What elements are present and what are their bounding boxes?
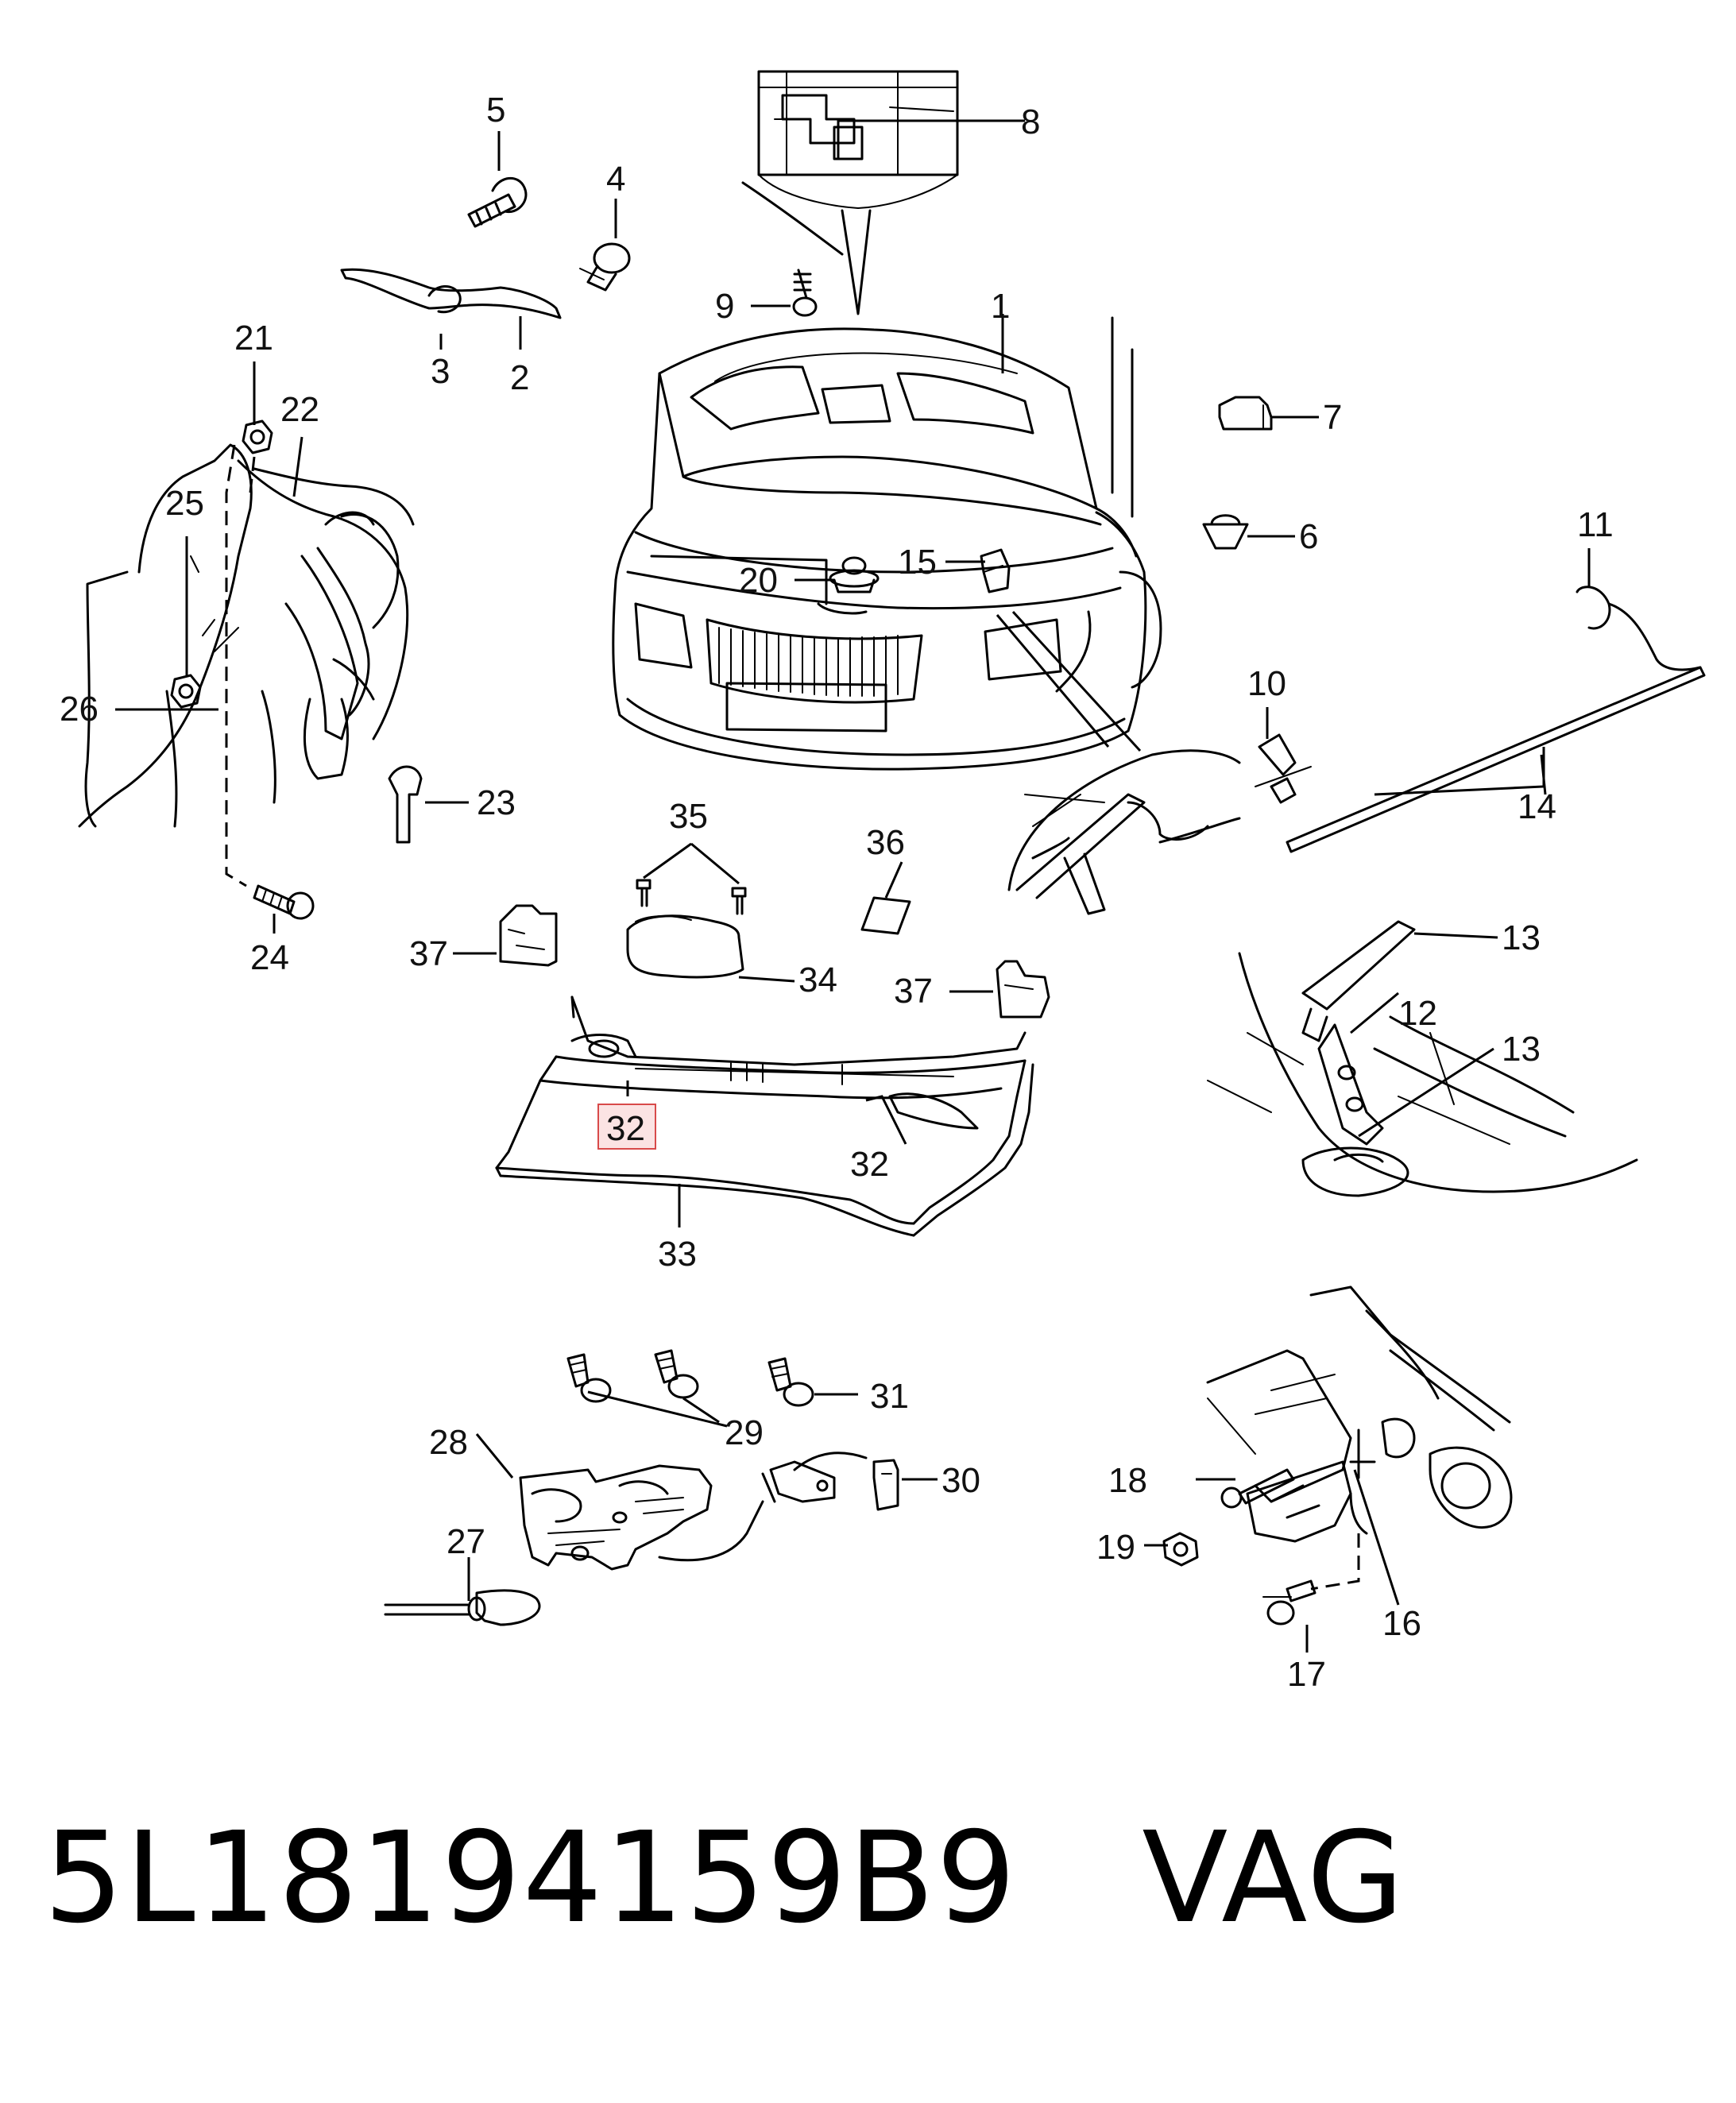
- callout-13a: 13: [1502, 918, 1541, 957]
- callout-33: 33: [658, 1235, 697, 1274]
- part-bolt-18: [1220, 1468, 1295, 1509]
- part-wheelarch-22: [78, 443, 415, 828]
- inset-detail-8: [741, 70, 959, 315]
- part-seal-14: [1286, 586, 1706, 853]
- callout-2: 2: [510, 358, 529, 397]
- part-buffer-20: [829, 556, 880, 593]
- callout-9: 9: [715, 287, 734, 326]
- callout-23: 23: [477, 783, 516, 822]
- callout-17: 17: [1287, 1655, 1326, 1694]
- part-bolt-5: [467, 177, 528, 228]
- part-number-caption: 5L18194159B9 VAG: [44, 1805, 1406, 1951]
- callout-32b: 32: [850, 1145, 889, 1184]
- callout-37b: 37: [894, 972, 933, 1011]
- callout-20: 20: [739, 561, 778, 600]
- callout-11: 11: [1577, 505, 1614, 544]
- part-latch-28: [519, 1464, 713, 1571]
- part-bracket-37a: [499, 904, 558, 967]
- part-7: [1218, 396, 1273, 431]
- part-bolt-24: [253, 884, 315, 920]
- part-bolt-31: [767, 1357, 814, 1407]
- callout-labels: 5 4 8 9 1 21 3 2 7 22 25 11 6 20 15 26 1…: [60, 91, 1614, 1694]
- callout-34: 34: [798, 961, 837, 999]
- callout-15: 15: [898, 543, 937, 582]
- callout-35: 35: [669, 797, 708, 836]
- part-nut-19: [1162, 1532, 1199, 1567]
- part-6: [1202, 514, 1249, 550]
- part-cable-27: [384, 1589, 541, 1626]
- callout-6: 6: [1299, 517, 1318, 556]
- callout-27: 27: [447, 1522, 485, 1561]
- callout-21: 21: [234, 319, 273, 358]
- part-clip-23: [388, 765, 423, 844]
- callout-12: 12: [1398, 994, 1437, 1033]
- callout-22: 22: [280, 390, 319, 429]
- part-block-15: [980, 548, 1011, 593]
- dashed-line-16: [1310, 1533, 1360, 1591]
- callout-3: 3: [431, 352, 450, 391]
- callout-4: 4: [606, 160, 625, 199]
- callout-24: 24: [250, 938, 289, 977]
- part-screw-17: [1262, 1579, 1316, 1626]
- part-clip-4: [579, 242, 631, 292]
- part-bolt-29a: [566, 1353, 612, 1403]
- callout-18: 18: [1108, 1461, 1147, 1500]
- callout-19: 19: [1096, 1528, 1135, 1567]
- callout-32a: 32: [606, 1109, 645, 1148]
- highlighted-callout-32: 32: [597, 1104, 656, 1150]
- part-moulding-2: [340, 268, 562, 319]
- part-clip-10: [1255, 733, 1312, 804]
- callout-25: 25: [165, 484, 204, 523]
- callout-26: 26: [60, 690, 99, 729]
- part-screw-35a: [636, 879, 651, 907]
- part-screw-35b: [731, 887, 747, 915]
- part-car-front-1: [612, 316, 1162, 771]
- part-bolt-9: [792, 269, 818, 317]
- leader-lines: [115, 119, 1591, 1653]
- callout-5: 5: [486, 91, 505, 130]
- callout-1: 1: [991, 287, 1010, 326]
- part-bracket-37b: [996, 960, 1050, 1019]
- callout-8: 8: [1021, 102, 1040, 141]
- part-nut-21: [242, 419, 273, 454]
- callout-28: 28: [429, 1423, 468, 1462]
- part-label-36: [860, 896, 911, 935]
- part-30: [872, 1459, 899, 1511]
- callout-10: 10: [1247, 664, 1286, 703]
- callout-16: 16: [1382, 1604, 1421, 1643]
- part-plenum-33: [495, 995, 1034, 1237]
- part-lock-carrier: [1206, 1285, 1513, 1543]
- part-bolt-29b: [654, 1349, 699, 1399]
- part-hinge-13: [1207, 920, 1638, 1197]
- callout-36: 36: [866, 823, 905, 862]
- callout-7: 7: [1323, 398, 1342, 437]
- part-nut-25: [170, 674, 202, 709]
- callout-14: 14: [1518, 787, 1556, 826]
- callout-13b: 13: [1502, 1030, 1541, 1069]
- callout-31: 31: [870, 1377, 909, 1416]
- callout-29: 29: [725, 1413, 764, 1452]
- part-cover-34: [626, 914, 744, 979]
- callout-37a: 37: [409, 934, 448, 973]
- part-hood-prop: [1007, 749, 1241, 915]
- callout-30: 30: [941, 1461, 980, 1500]
- part-cable: [658, 1452, 868, 1562]
